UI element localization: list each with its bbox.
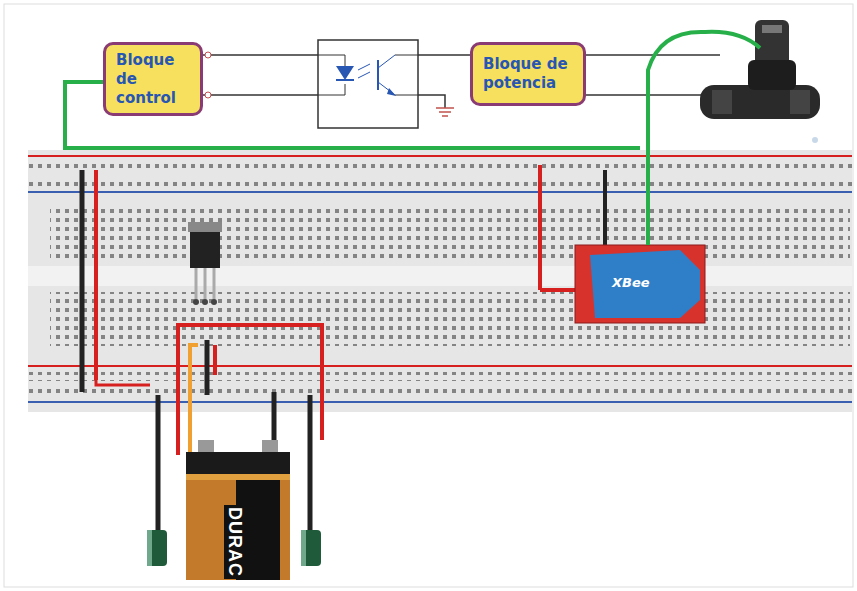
ground-symbol	[436, 108, 454, 116]
capacitor	[147, 530, 167, 566]
voltage-regulator	[188, 222, 222, 305]
jumper-wire	[538, 165, 542, 290]
jumper-wire	[213, 345, 217, 375]
signal-wire	[418, 54, 470, 56]
solenoid-valve	[700, 20, 820, 143]
block-box: Bloque de potencia	[470, 42, 586, 106]
jumper-wire	[178, 325, 322, 455]
jumper-wire	[96, 380, 150, 385]
signal-wire	[203, 94, 318, 96]
green-wire	[648, 32, 760, 245]
jumper-wire	[603, 170, 607, 245]
jumper-wire	[205, 340, 210, 395]
jumper-wire	[540, 288, 580, 292]
battery	[186, 440, 290, 580]
jumper-wire	[80, 170, 85, 392]
image-frame	[4, 4, 853, 587]
block-title: Bloque de potencia	[483, 55, 573, 93]
capacitor-lead	[156, 395, 161, 530]
xbee-module	[575, 245, 705, 323]
jumper-wire	[190, 345, 198, 455]
block-title: Bloque de control	[116, 51, 190, 107]
optocoupler-symbol	[318, 40, 418, 128]
battery-brand: DURAC	[224, 505, 245, 579]
capacitor	[301, 530, 321, 566]
breadboard	[28, 150, 852, 412]
signal-wire	[203, 54, 318, 56]
module-label: XBee	[612, 275, 650, 290]
ground-wire	[418, 95, 445, 108]
jumper-wire	[94, 170, 98, 380]
block-box: Bloque de control	[103, 42, 203, 116]
capacitor-lead	[308, 395, 313, 530]
